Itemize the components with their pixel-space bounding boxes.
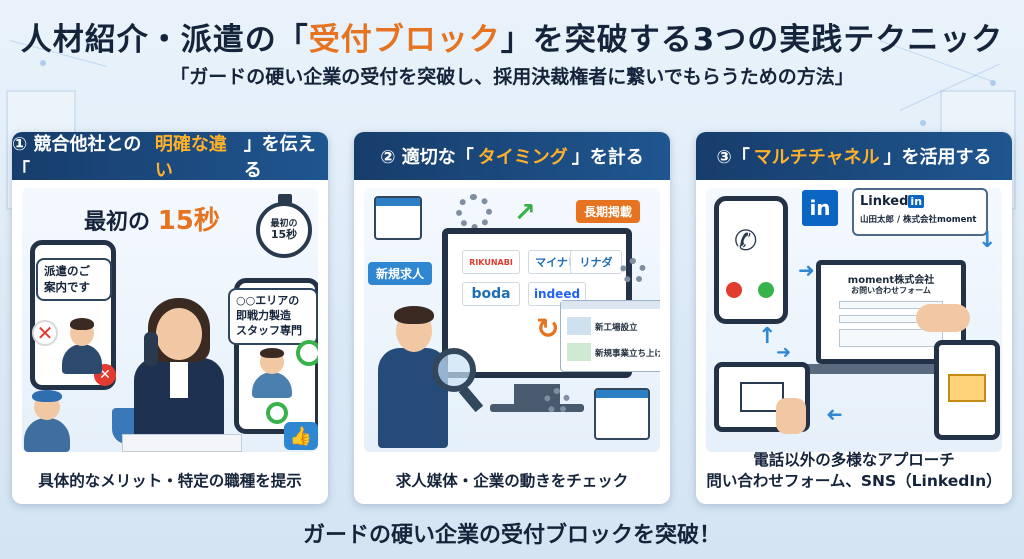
card-1-heading: ① 競合他社との「明確な違い」を伝える: [12, 132, 328, 181]
long-posting-tag: 長期掲載: [576, 200, 641, 223]
logo-rinada: リナダ: [570, 250, 622, 274]
arrow-icon: ➜: [798, 258, 815, 282]
smartphone: [714, 196, 788, 324]
bottom-slogan: ガードの硬い企業の受付ブロックを突破！: [302, 523, 721, 548]
logo-rikunabi: RIKUNABI: [462, 250, 520, 274]
card-1-caption: 具体的なメリット・特定の職種を提示: [38, 472, 302, 491]
first-15-seconds-label: 最初の 15秒: [84, 206, 220, 236]
orange-arrow-icon: ↻: [536, 312, 560, 345]
monitor-base: [490, 404, 584, 412]
card-3-caption: 電話以外の多様なアプローチ 問い合わせフォーム、SNS（LinkedIn）: [706, 451, 1002, 491]
bubble-generic-pitch: 派遣のご 案内です: [36, 258, 112, 302]
technique-card-1: ① 競合他社との「明確な違い」を伝える 最初の 15秒 最初の 15秒 派遣のご…: [12, 132, 328, 504]
laptop-base: [802, 364, 980, 374]
accept-call-icon: [758, 282, 774, 298]
cross-icon: ✕: [32, 320, 58, 346]
linkedin-icon: in: [802, 190, 838, 226]
phone-receiver-icon: [144, 332, 158, 366]
trend-arrow-icon: ↗: [514, 198, 536, 228]
card-2-heading: ② 適切な「タイミング」を計る: [354, 132, 670, 180]
arrow-icon: ↓: [978, 228, 997, 253]
calendar-icon: [374, 196, 422, 240]
card-3-heading: ③「マルチチャネル」を活用する: [696, 132, 1012, 180]
logo-doda: boda: [462, 282, 520, 306]
phone-call-icon: ✆: [734, 224, 758, 257]
card-1-illustration: 最初の 15秒 最初の 15秒 派遣のご 案内です ✕ ✕: [22, 188, 318, 452]
bubble-specific-pitch: ○○エリアの 即戦力製造 スタッフ専門: [228, 288, 318, 345]
gear-icon: [544, 388, 570, 414]
page-subtitle: 「ガードの硬い企業の受付を突破し、採用決裁権者に繋いでもらうための方法」: [170, 66, 854, 88]
envelope-icon: [948, 374, 986, 402]
tablet: [714, 362, 810, 432]
circle-ok-icon: [296, 340, 318, 366]
logo-indeed: indeed: [528, 282, 586, 306]
arrow-icon: ➜: [776, 342, 792, 363]
circle-ok-icon: [266, 402, 288, 424]
pen-hand-icon: [916, 304, 970, 332]
gear-icon: [620, 258, 646, 284]
hand-pointer-icon: [776, 398, 806, 434]
news-panel: 新工場設立 新規事業立ち上げ: [560, 300, 660, 372]
calendar-icon: [594, 388, 650, 440]
stopwatch-icon: 最初の 15秒: [256, 194, 314, 258]
decline-call-icon: [726, 282, 742, 298]
new-posting-tag: 新規求人: [368, 262, 433, 285]
card-2-illustration: ↗ 長期掲載 RIKUNABI マイナビ リナダ boda indeed 新規求…: [364, 188, 660, 452]
magnifier-icon: [432, 348, 476, 392]
card-2-caption: 求人媒体・企業の動きをチェック: [395, 472, 629, 491]
arrow-icon: ➜: [826, 402, 843, 426]
desk: [122, 434, 242, 452]
page-title: 人材紹介・派遣の「受付ブロック」を突破する3つの実践テクニック: [20, 22, 1004, 58]
thumbs-up-icon: 👍: [284, 422, 318, 450]
gear-icon: [456, 194, 492, 230]
technique-card-2: ② 適切な「タイミング」を計る ↗ 長期掲載 RIKUNABI マイナビ リナダ…: [354, 132, 670, 504]
arrow-icon: ↑: [758, 324, 777, 349]
